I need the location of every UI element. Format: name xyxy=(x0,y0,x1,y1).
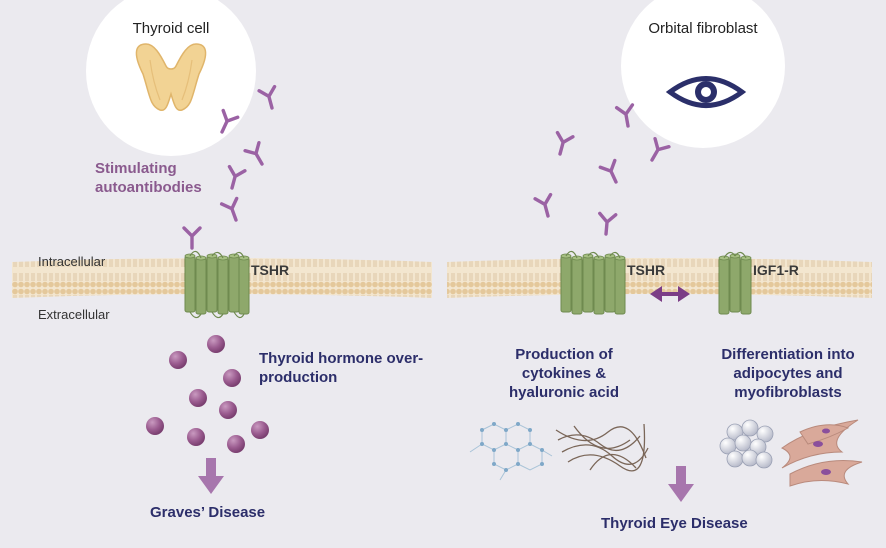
graves-disease-label: Graves’ Disease xyxy=(150,504,266,521)
down-arrow-icon xyxy=(198,458,224,494)
antibody-icon xyxy=(596,211,618,237)
antibody-icon xyxy=(533,192,558,220)
thyroid-gland-icon xyxy=(135,43,207,112)
adipocyte-cluster-icon xyxy=(719,419,774,469)
down-arrow-icon xyxy=(668,466,694,502)
antibody-icon xyxy=(182,226,202,250)
autoantibodies-label: Stimulating autoantibodies xyxy=(95,160,202,196)
intracellular-label: Intracellular xyxy=(38,254,106,269)
eye-icon xyxy=(665,76,747,108)
tshr-label-right: TSHR xyxy=(627,262,666,278)
antibody-icon xyxy=(643,136,671,166)
antibody-icon xyxy=(598,158,625,188)
tshr-label-left: TSHR xyxy=(251,262,290,278)
tshr-receptor-left xyxy=(184,250,250,319)
cytokines-production-label: Production of cytokines & hyaluronic aci… xyxy=(508,346,620,401)
orbital-fibroblast-circle xyxy=(621,0,785,148)
thyroid-cell-title: Thyroid cell xyxy=(132,20,210,37)
antibody-icon xyxy=(550,130,575,158)
hyaluronic-acid-icon xyxy=(469,422,553,481)
differentiation-label: Differentiation into adipocytes and myof… xyxy=(721,346,855,401)
extracellular-label: Extracellular xyxy=(38,307,110,322)
tshr-receptor-right xyxy=(560,250,626,315)
antibody-icon xyxy=(222,164,247,192)
antibody-icon xyxy=(219,196,246,225)
thyroid-hormone-particles xyxy=(146,335,269,453)
thyroid-eye-disease-label: Thyroid Eye Disease xyxy=(601,515,748,532)
hormone-overproduction-label: Thyroid hormone over-production xyxy=(259,350,424,386)
cell-membrane-right xyxy=(447,258,872,298)
orbital-fibroblast-title: Orbital fibroblast xyxy=(648,20,758,37)
antibody-icon xyxy=(243,140,271,170)
igf1r-label: IGF1-R xyxy=(753,262,799,278)
myofibroblast-icon xyxy=(781,419,863,487)
igf1r-receptor xyxy=(718,251,752,315)
antibody-icon xyxy=(257,84,282,112)
double-arrow-icon xyxy=(650,286,690,302)
cytokine-fibers-icon xyxy=(555,423,649,472)
